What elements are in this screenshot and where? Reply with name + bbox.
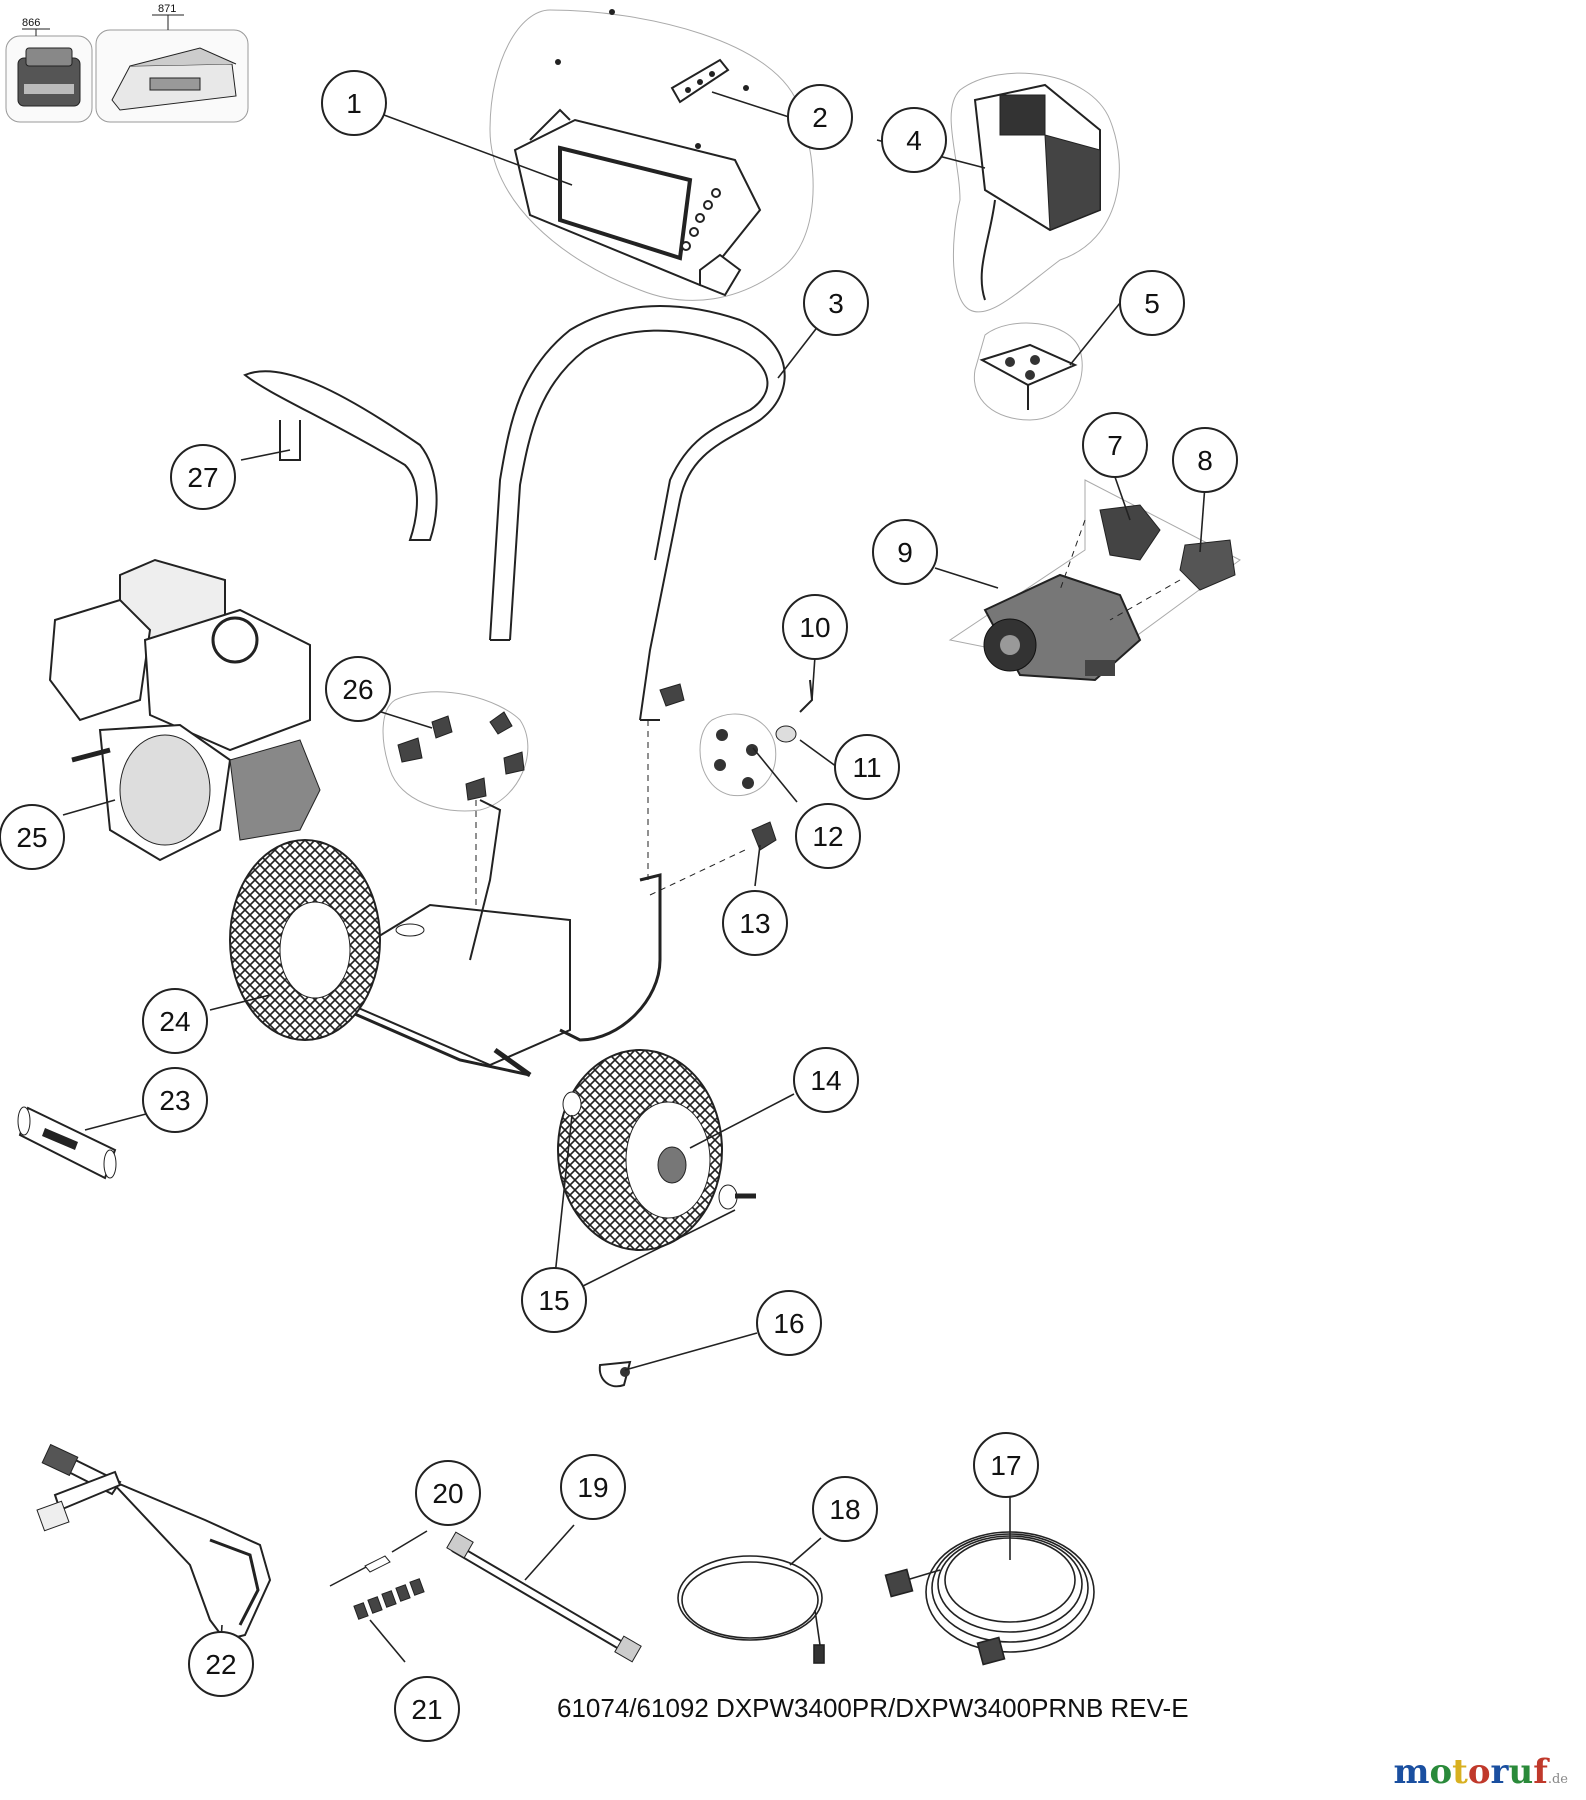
brand-letter: f [1533,1752,1548,1792]
callout-number: 12 [812,821,843,852]
brand-letter: o [1429,1752,1453,1792]
battery-pack-icon [17,47,81,107]
callout-number: 18 [829,1494,860,1525]
thumbnail-battery: 866 [5,17,93,123]
knob-bolt [659,683,777,851]
thumbnail-label: 871 [158,3,176,15]
callout-number: 2 [812,102,828,133]
brand-letter: r [1490,1752,1509,1792]
callout-number: 13 [739,908,770,939]
mounting-bracket [979,343,1078,410]
mount-hardware [397,711,525,801]
unloader-valve [1099,504,1161,561]
callout-numbers: 1 2 3 4 5 7 8 9 10 11 12 13 14 15 16 17 … [16,88,1212,1725]
spray-gun [36,1443,272,1642]
pump-assembly-lines [1059,519,1181,621]
callout-number: 9 [897,537,913,568]
callout-number: 11 [852,752,881,783]
leader-lines [62,91,1206,1663]
callout-number: 27 [187,462,218,493]
brand-suffix: .de [1547,1772,1568,1787]
hair-pin [799,679,814,713]
callout-bubbles [0,70,1238,1742]
control-panel-group-outline [489,9,814,301]
callout-number: 7 [1107,430,1123,461]
wheel-left [229,839,381,1041]
callout-number: 10 [799,612,830,643]
callout-number: 25 [16,822,47,853]
brand-letter: o [1467,1752,1491,1792]
callout-number: 22 [205,1649,236,1680]
wheel-right [557,1049,723,1251]
handle-grip [243,370,438,541]
hose-clip [598,1360,632,1388]
thumbnail-charger: 871 [95,3,249,123]
screws-outline [699,713,777,797]
fuel-tank [973,83,1101,301]
callout-number: 20 [432,1478,463,1509]
bracket-group-outline [973,322,1083,421]
callout-number: 15 [538,1285,569,1316]
nozzles [353,1578,425,1620]
callout-number: 5 [1144,288,1160,319]
callout-number: 23 [159,1085,190,1116]
brand-letter: u [1508,1752,1534,1792]
charger-icon [111,47,237,111]
model-footer: 61074/61092 DXPW3400PR/DXPW3400PRNB REV-… [557,1693,1189,1723]
panel-bracket [555,9,749,149]
pump [983,573,1142,682]
brand-watermark: motoruf.de [1393,1752,1568,1792]
soap-hose [677,1555,825,1664]
callout-number: 14 [810,1065,841,1096]
callout-number: 16 [773,1308,804,1339]
callout-number: 8 [1197,445,1213,476]
brand-letter: t [1452,1752,1468,1792]
high-pressure-hose [884,1531,1095,1666]
callout-number: 3 [828,288,844,319]
callout-number: 1 [346,88,362,119]
callout-number: 4 [906,125,922,156]
brand-letter: m [1393,1752,1430,1792]
screws [714,729,758,789]
callout-number: 26 [342,674,373,705]
spray-wand [446,1531,642,1663]
brand-name: motoruf [1393,1752,1547,1792]
handle-frame [489,305,786,721]
callout-number: 19 [577,1472,608,1503]
thumbnail-label: 866 [22,17,40,29]
fuel-tank-group-outline [950,72,1120,313]
callout-number: 24 [159,1006,190,1037]
thermal-relief-valve [1179,539,1236,591]
callout-number: 21 [411,1694,442,1725]
control-panel [513,108,762,297]
tube-plug [775,725,797,743]
detergent-tube [17,1106,117,1180]
nozzle-cleaner [329,1555,391,1587]
callout-number: 17 [990,1450,1021,1481]
mount-hardware-outline [382,691,529,812]
engine [48,558,321,862]
